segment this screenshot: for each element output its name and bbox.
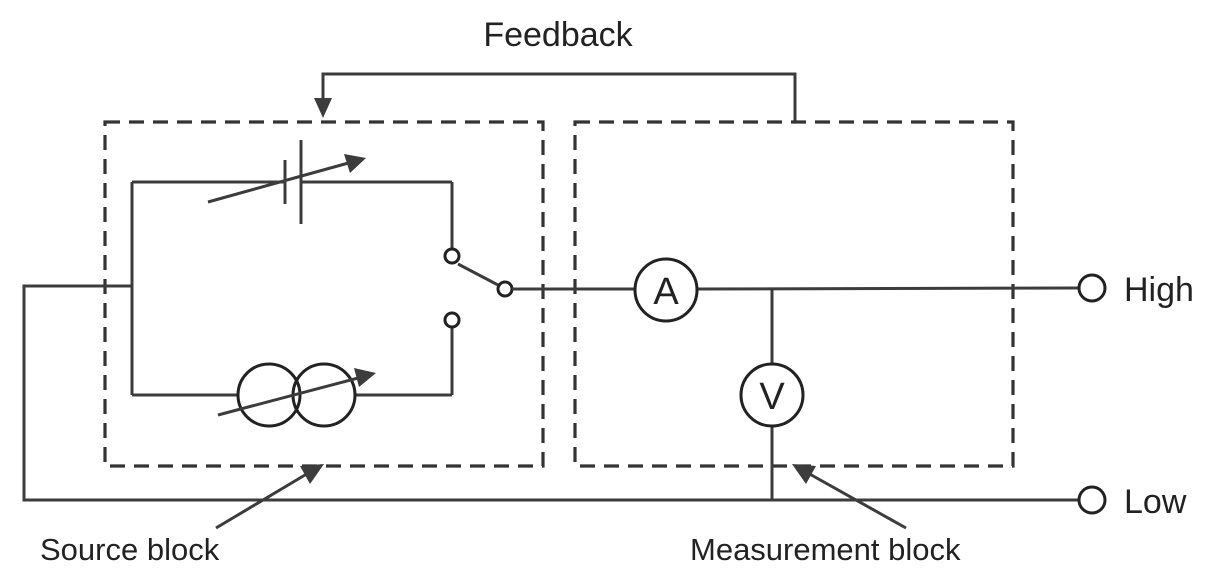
voltmeter-label: V <box>759 376 785 418</box>
measurement-block-label: Measurement block <box>690 532 961 567</box>
voltmeter-icon: V <box>739 362 805 428</box>
high-line <box>512 286 1079 291</box>
measurement-block-boundary <box>573 120 1015 468</box>
terminal-high-icon <box>1077 273 1107 303</box>
feedback-label: Feedback <box>483 16 633 54</box>
ammeter-icon: A <box>633 257 699 323</box>
selector-switch-icon <box>443 247 514 329</box>
source-block-pointer <box>215 464 324 530</box>
source-wiring <box>130 180 454 397</box>
measurement-block-pointer <box>792 464 907 530</box>
terminal-high-label: High <box>1124 271 1194 309</box>
source-block-boundary <box>103 120 545 468</box>
terminal-low-label: Low <box>1124 483 1187 521</box>
ammeter-label: A <box>653 271 679 313</box>
terminal-low-icon <box>1077 485 1107 515</box>
low-line <box>22 284 1078 502</box>
source-block-label: Source block <box>40 532 220 567</box>
feedback-path <box>314 72 797 122</box>
variable-voltage-source-icon <box>207 140 366 224</box>
variable-current-source-icon <box>217 362 376 428</box>
